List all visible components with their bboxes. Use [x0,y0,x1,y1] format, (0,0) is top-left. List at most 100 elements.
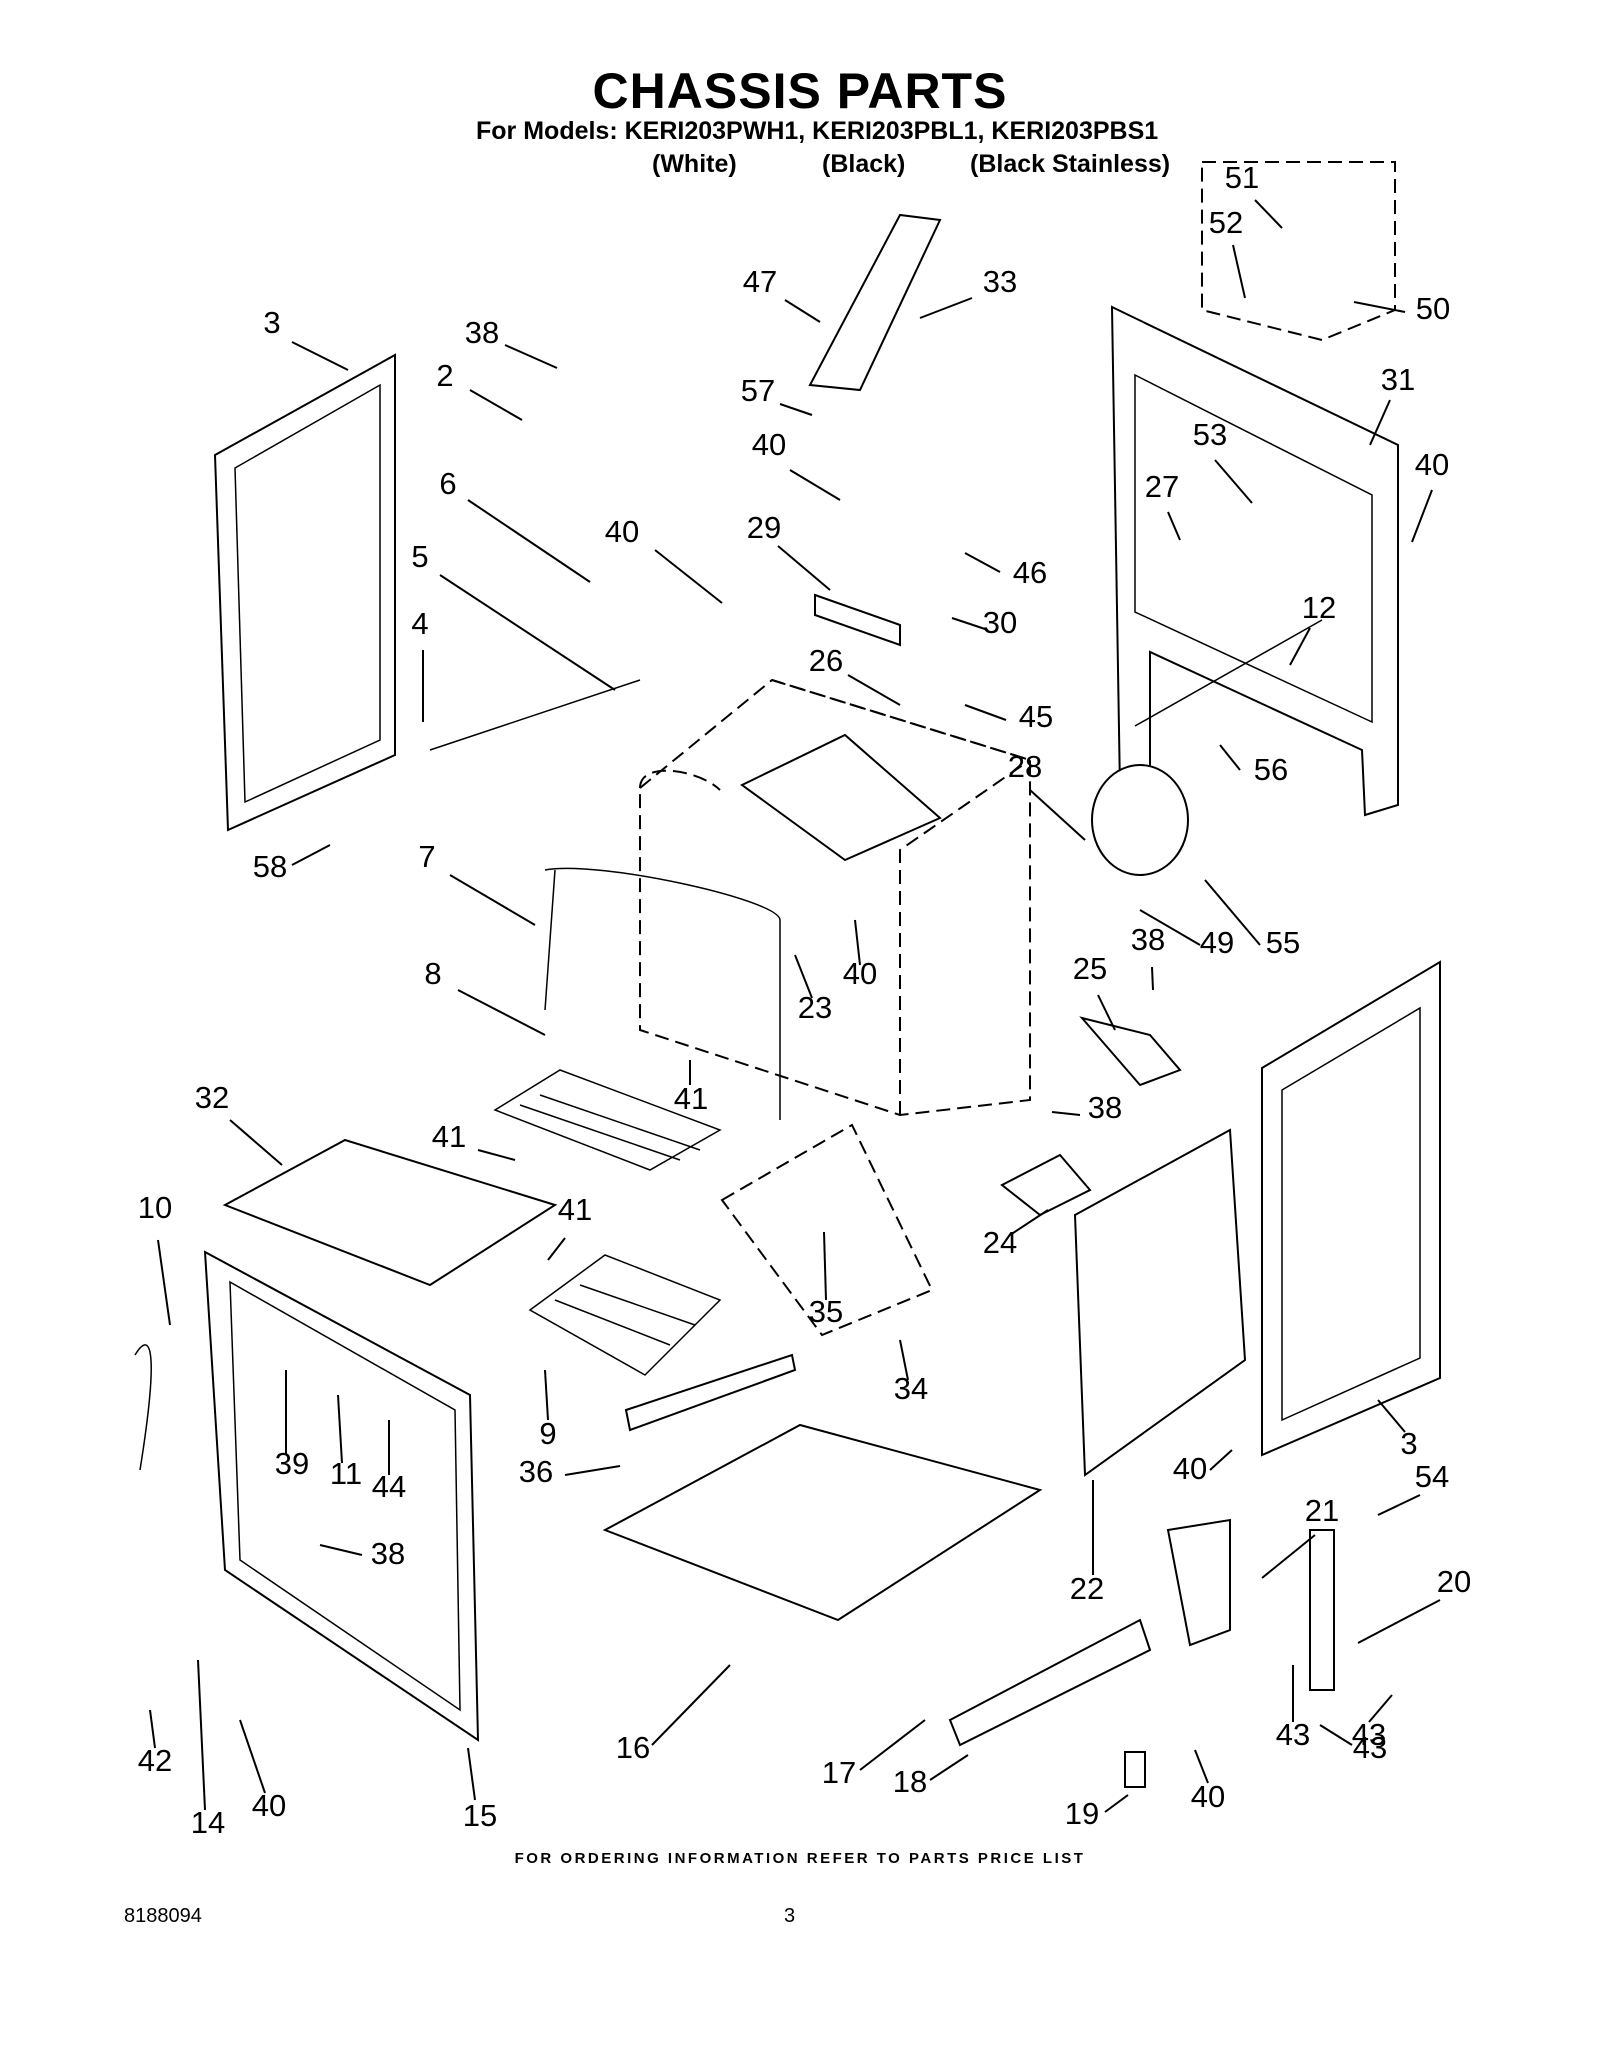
callout-leader-38 [1051,1111,1081,1116]
callout-leader-55 [1204,879,1261,946]
callout-leader-45 [964,704,1007,721]
part-drawings [134,161,1441,1788]
callout-17: 17 [822,1755,856,1790]
page-title: CHASSIS PARTS [592,63,1008,119]
callout-18: 18 [893,1764,927,1799]
callout-leader-6 [467,499,591,583]
callout-leader-7 [449,874,536,926]
callout-38: 38 [465,315,499,350]
callout-44: 44 [372,1469,406,1504]
callout-5: 5 [411,539,428,574]
bracket-25-shape [1079,1016,1182,1087]
wire-56 [1134,619,1323,727]
callout-leader-20 [1357,1599,1441,1644]
callout-57: 57 [741,373,775,408]
callout-15: 15 [463,1798,497,1833]
callout-40: 40 [1191,1779,1225,1814]
callout-54: 54 [1415,1459,1449,1494]
callout-16: 16 [616,1730,650,1765]
callout-leader-18 [929,1754,969,1781]
callout-leader-36 [564,1465,621,1476]
callout-2: 2 [436,358,453,393]
bracket-24-shape [1000,1153,1092,1217]
callout-leader-38 [1151,966,1154,991]
side-panel-left-shape [213,353,396,832]
callout-leader-lines [149,199,1441,1813]
ordering-note: FOR ORDERING INFORMATION REFER TO PARTS … [514,1850,1086,1867]
callout-28: 28 [1008,749,1042,784]
callout-leader-58 [291,844,331,866]
callout-leader-40 [854,919,861,966]
callout-leader-49 [1139,909,1201,946]
callout-11: 11 [330,1456,362,1491]
bracket-29-shape [814,593,901,647]
callout-leader-54 [1377,1494,1421,1516]
callout-31: 31 [1381,362,1415,397]
callout-58: 58 [253,849,287,884]
callout-leader-29 [777,545,831,591]
callout-47: 47 [743,264,777,299]
door-frame-shape [203,1250,480,1742]
callout-leader-27 [1167,511,1181,541]
callout-leader-50 [1353,301,1406,313]
callout-leader-25 [1097,994,1116,1031]
callout-41: 41 [674,1081,708,1116]
callout-24: 24 [983,1225,1017,1260]
callout-leader-42 [149,1709,156,1749]
callout-53: 53 [1193,417,1227,452]
callout-29: 29 [747,510,781,545]
variant-black: (Black) [822,150,906,178]
callout-23: 23 [798,990,832,1025]
callout-43: 43 [1276,1717,1310,1752]
callout-40: 40 [252,1788,286,1823]
callout-55: 55 [1266,925,1300,960]
callout-40: 40 [843,956,877,991]
callout-51: 51 [1225,160,1259,195]
callout-leader-21 [1261,1534,1316,1579]
callout-leader-17 [859,1719,926,1771]
callout-leader-40 [1209,1449,1233,1471]
callout-leader-56 [1219,744,1241,771]
wire-5 [429,679,641,751]
callout-leader-33 [919,297,973,319]
callout-leader-30 [951,617,989,631]
callout-19: 19 [1065,1796,1099,1831]
side-panel-right-shape [1261,960,1441,1457]
callout-leader-51 [1254,199,1283,229]
callout-40: 40 [752,427,786,462]
callout-3: 3 [263,305,280,340]
leveling-leg-shape [1124,1751,1146,1788]
callout-leader-53 [1214,459,1253,504]
callout-43: 43 [1352,1717,1386,1752]
callout-4: 4 [411,606,428,641]
callout-leader-40 [1411,489,1433,543]
callout-45: 45 [1019,699,1053,734]
callout-7: 7 [418,839,435,874]
callout-3: 3 [1400,1426,1417,1461]
rear-panel-shape [1110,305,1399,817]
callout-leader-34 [899,1339,909,1381]
callout-41: 41 [432,1119,466,1154]
callout-39: 39 [275,1446,309,1481]
callout-27: 27 [1145,469,1179,504]
callout-leader-15 [467,1747,476,1801]
callout-leader-40 [654,549,723,604]
callout-leader-31 [1369,399,1391,446]
callout-50: 50 [1416,291,1450,326]
callout-6: 6 [439,466,456,501]
callout-42: 42 [138,1743,172,1778]
callout-8: 8 [424,956,441,991]
callout-30: 30 [983,605,1017,640]
callout-22: 22 [1070,1571,1104,1606]
callout-26: 26 [809,643,843,678]
callout-leader-40 [1194,1749,1209,1784]
callout-leader-40 [239,1719,266,1794]
callout-leader-14 [197,1659,206,1811]
callout-38: 38 [1131,922,1165,957]
callout-41: 41 [558,1192,592,1227]
callout-leader-52 [1232,244,1246,299]
callout-leader-46 [964,552,1001,573]
callout-20: 20 [1437,1564,1471,1599]
